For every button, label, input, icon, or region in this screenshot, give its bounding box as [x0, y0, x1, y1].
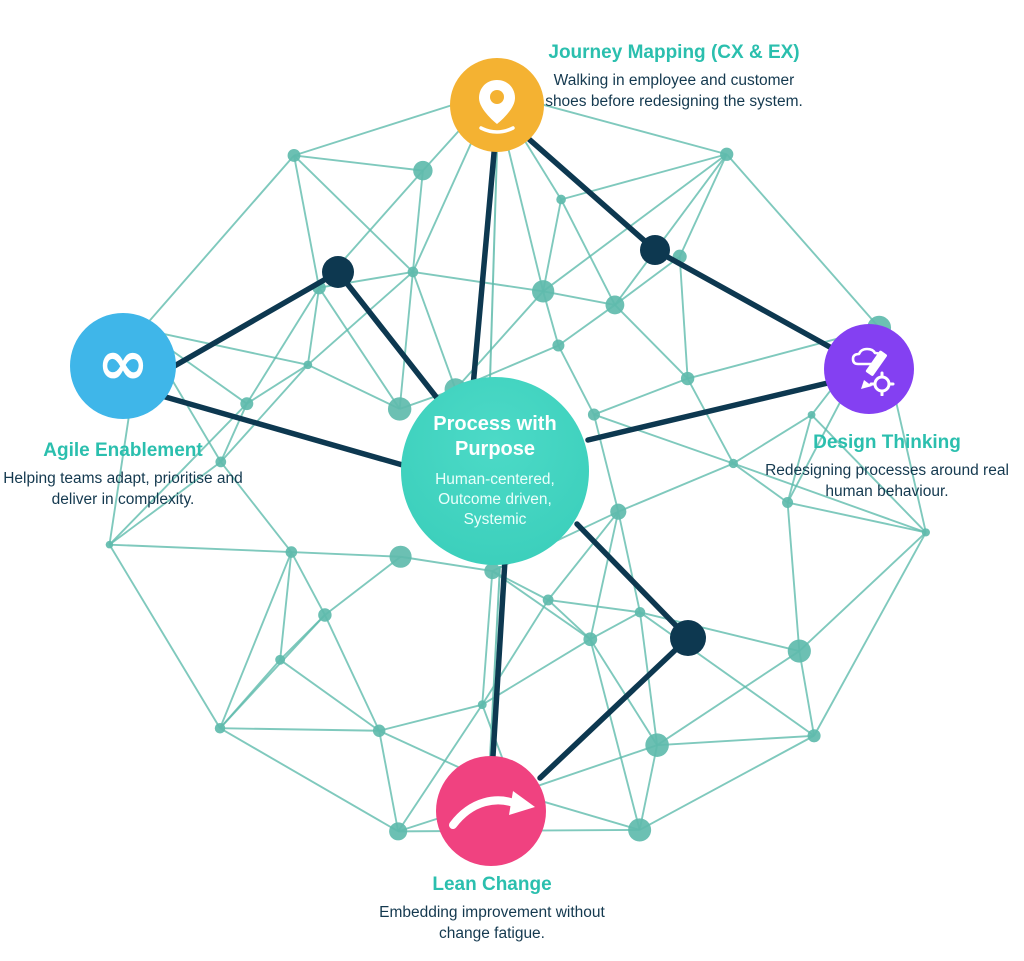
journey-mapping-text: Journey Mapping (CX & EX) Walking in emp… [540, 42, 808, 113]
agile-enablement-hub: ∞ [70, 313, 176, 419]
infinity-icon: ∞ [97, 326, 149, 399]
design-thinking-description: Redesigning processes around real human … [765, 462, 1009, 500]
lean-change-label: Lean Change [432, 874, 552, 895]
agile-enablement-label: Agile Enablement [43, 440, 203, 461]
design-thinking-hub [824, 324, 914, 414]
lean-change-hub [436, 756, 546, 866]
center-title: Process with Purpose [433, 412, 557, 460]
lean-change-text: Lean Change Embedding improvement withou… [366, 874, 618, 945]
agile-enablement-text: Agile Enablement Helping teams adapt, pr… [0, 440, 249, 511]
journey-mapping-description: Walking in employee and customer shoes b… [545, 72, 803, 110]
location-pin-icon [479, 80, 515, 134]
lean-change-description: Embedding improvement without change fat… [379, 904, 605, 942]
journey-mapping-hub [450, 58, 544, 152]
center-subtitle: Human-centered, Outcome driven, Systemic [435, 470, 555, 529]
design-thinking-text: Design Thinking Redesigning processes ar… [758, 432, 1016, 503]
journey-mapping-label: Journey Mapping (CX & EX) [548, 42, 800, 63]
design-tools-icon [851, 347, 895, 396]
curved-arrow-icon [449, 791, 535, 829]
design-thinking-label: Design Thinking [813, 432, 961, 453]
agile-enablement-description: Helping teams adapt, prioritise and deli… [3, 470, 243, 508]
center-hub: Process with Purpose Human-centered, Out… [401, 377, 589, 565]
